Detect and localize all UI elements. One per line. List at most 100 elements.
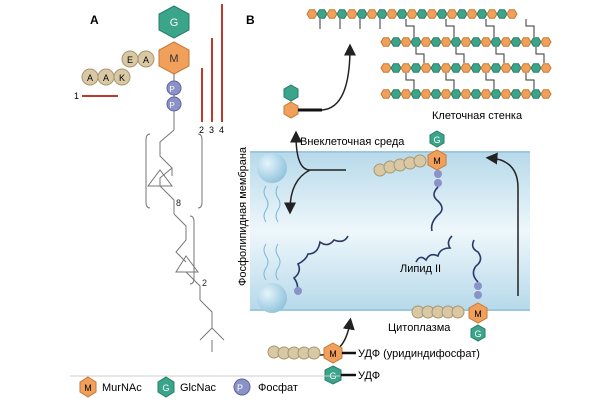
bar-1-label: 1 [74,91,79,101]
svg-text:G: G [162,383,169,393]
cell-wall-sugar [540,89,552,99]
udp-glcnac: G УДФ [324,365,380,385]
legend-murnac-label: MurNAc [102,382,142,394]
panel-b-letter: B [246,13,255,27]
svg-text:M: M [329,349,337,359]
glcnac-letter: G [170,17,179,29]
peptide-bead [307,346,321,360]
cell-wall-sugar [460,89,472,99]
cell-wall-sugar [500,63,512,73]
cell-wall-sugar [406,9,418,19]
cell-wall-sugar [390,89,402,99]
phosphate-1: P [166,80,182,96]
released-disaccharide [283,84,322,119]
chain-residue: K [119,73,125,83]
cell-wall-sugar [336,9,348,19]
panel-a: A G M A E K A A 1 [74,4,225,352]
cell-wall-sugar [470,63,482,73]
cell-wall-sugar [450,89,462,99]
cell-wall-sugar [400,63,412,73]
cell-wall-sugar [420,89,432,99]
cell-wall-sugar [440,89,452,99]
chain-residue: A [143,55,149,65]
cell-wall-sugar [316,9,328,19]
cell-wall-sugar [430,63,442,73]
cell-wall-sugar [460,63,472,73]
lipid-head-top [257,153,287,183]
cell-wall-sugar [400,37,412,47]
lipid-chain-free [292,235,349,295]
cell-wall-sugar [436,9,448,19]
cell-wall-sugar [510,63,522,73]
cell-wall-sugar [530,89,542,99]
cell-wall-sugar [480,37,492,47]
lipid-skeleton: 8 2 [145,111,225,352]
bar-4-label: 4 [219,125,224,135]
cell-wall-sugar [520,63,532,73]
cell-wall-sugar [540,37,552,47]
cell-wall-sugar [380,63,392,73]
cell-wall-sugar [386,9,398,19]
cell-wall-sugar [540,63,552,73]
cell-wall-sugar [490,89,502,99]
legend: M MurNAc G GlcNac P Фосфат [70,375,340,398]
udp-label: УДФ [358,370,380,382]
cell-wall-sugar [446,9,458,19]
svg-text:M: M [84,383,92,393]
cell-wall-sugar [410,89,422,99]
cell-wall-sugar [450,37,462,47]
cell-wall-sugar [510,37,522,47]
lipid-chain-mid [415,235,453,263]
phosphate-2: P [166,96,182,112]
cell-wall-sugar [466,9,478,19]
murnac-hexagon: M [158,41,190,75]
cell-wall-sugar [306,9,318,19]
lipid-tails [263,185,281,281]
cell-wall-sugar [450,63,462,73]
cell-wall-sugar [470,37,482,47]
cytoplasm-label: Цитоплазма [388,322,451,334]
cell-wall-sugar [500,37,512,47]
lipid-ii-label: Липид II [400,263,441,275]
legend-phosphate-swatch [233,378,251,396]
cell-wall-sugar [440,63,452,73]
cell-wall-sugar [376,9,388,19]
cell-wall [306,9,552,99]
cell-wall-sugar [510,89,522,99]
cell-wall-sugar [346,9,358,19]
cell-wall-sugar [420,63,432,73]
cell-wall-sugar [430,37,442,47]
cell-wall-sugar [530,63,542,73]
lipid-ii-bottom: M G [411,239,488,342]
svg-text:G: G [474,329,481,339]
svg-text:P: P [169,85,174,94]
lipid-ii-top: G M [373,130,447,232]
cell-wall-sugar [470,89,482,99]
lipid-head-bottom [257,283,287,313]
peptide-bead [413,154,427,168]
svg-text:G: G [433,135,440,145]
bar-2-label: 2 [199,125,204,135]
cell-wall-sugar [520,37,532,47]
free-phosphate [294,287,302,295]
cell-wall-sugar [430,89,442,99]
cell-wall-label: Клеточная стенка [432,110,523,122]
peptide-chain: A E K A A [81,50,155,86]
udp-full-label: УДФ (уридиндифосфат) [358,348,480,360]
cell-wall-sugar [356,9,368,19]
cell-wall-sugar [530,37,542,47]
cell-wall-sugar [420,37,432,47]
repeat-8-label: 8 [176,198,181,208]
membrane-label: Фосфолипидная мембрана [237,146,249,286]
glcnac-hexagon: G [158,5,190,39]
cell-wall-sugar [496,9,508,19]
udp-murnac-precursor: M УДФ (уридиндифосфат) [267,342,480,364]
repeat-2-label: 2 [202,278,207,288]
cell-wall-sugar [410,37,422,47]
cell-wall-sugar [476,9,488,19]
cell-wall-sugar [486,9,498,19]
cell-wall-sugar [416,9,428,19]
cell-wall-sugar [440,37,452,47]
extracellular-label: Внеклеточная среда [300,136,405,148]
